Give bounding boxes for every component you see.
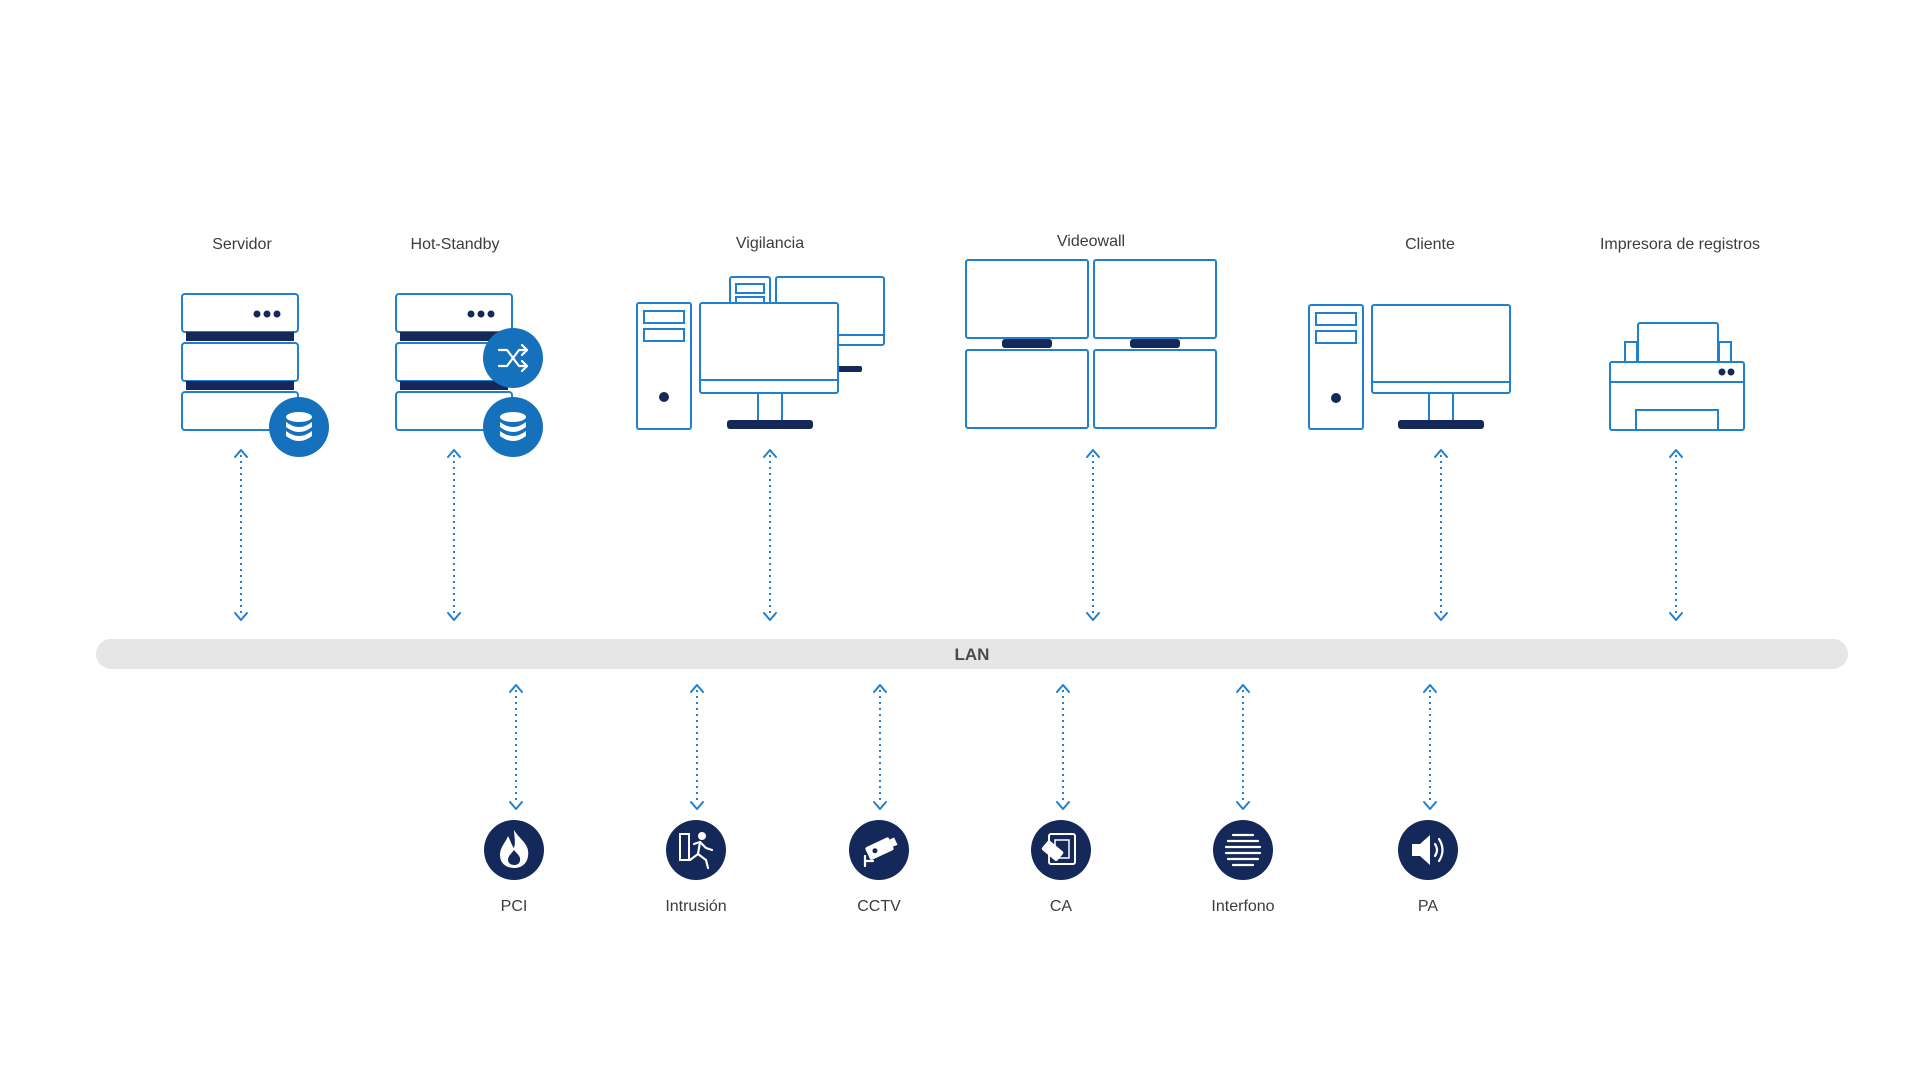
- shuffle-icon: [483, 328, 543, 388]
- server-icon: [181, 293, 329, 457]
- pci-link-arrow: [509, 684, 523, 810]
- videowall-link-arrow: [1086, 449, 1100, 621]
- pa-label: PA: [1418, 898, 1438, 915]
- server-label: Servidor: [212, 236, 272, 253]
- lan-label: LAN: [955, 645, 990, 664]
- log-printer-label: Impresora de registros: [1600, 236, 1760, 253]
- printer-link-arrow: [1669, 449, 1683, 621]
- speaker-icon: [1398, 820, 1458, 880]
- fire-icon: [484, 820, 544, 880]
- hot-standby-label: Hot-Standby: [411, 236, 500, 253]
- hot-standby-link-arrow: [447, 449, 461, 621]
- intercom-icon: [1213, 820, 1273, 880]
- pci-label: PCI: [501, 898, 528, 915]
- lan-bar: [96, 639, 1848, 669]
- client-link-arrow: [1434, 449, 1448, 621]
- hot-standby-icon: [395, 293, 543, 457]
- ca-label: CA: [1050, 898, 1073, 915]
- interfono-link-arrow: [1236, 684, 1250, 810]
- database-icon: [483, 397, 543, 457]
- client-label: Cliente: [1405, 236, 1455, 253]
- interfono-label: Interfono: [1211, 898, 1274, 915]
- intrusion-label: Intrusión: [665, 898, 726, 915]
- surveillance-label: Vigilancia: [736, 235, 804, 252]
- client-workstation-icon: [1308, 304, 1511, 430]
- surveillance-link-arrow: [763, 449, 777, 621]
- intrusion-link-arrow: [690, 684, 704, 810]
- server-link-arrow: [234, 449, 248, 621]
- surveillance-workstation-icon: [636, 276, 885, 430]
- ca-link-arrow: [1056, 684, 1070, 810]
- printer-icon: [1609, 322, 1745, 431]
- running-person-icon: [666, 820, 726, 880]
- cctv-label: CCTV: [857, 898, 901, 915]
- videowall-icon: [965, 259, 1217, 429]
- videowall-label: Videowall: [1057, 233, 1125, 250]
- card-reader-icon: [1031, 820, 1091, 880]
- pa-link-arrow: [1423, 684, 1437, 810]
- camera-icon: [849, 820, 909, 880]
- cctv-link-arrow: [873, 684, 887, 810]
